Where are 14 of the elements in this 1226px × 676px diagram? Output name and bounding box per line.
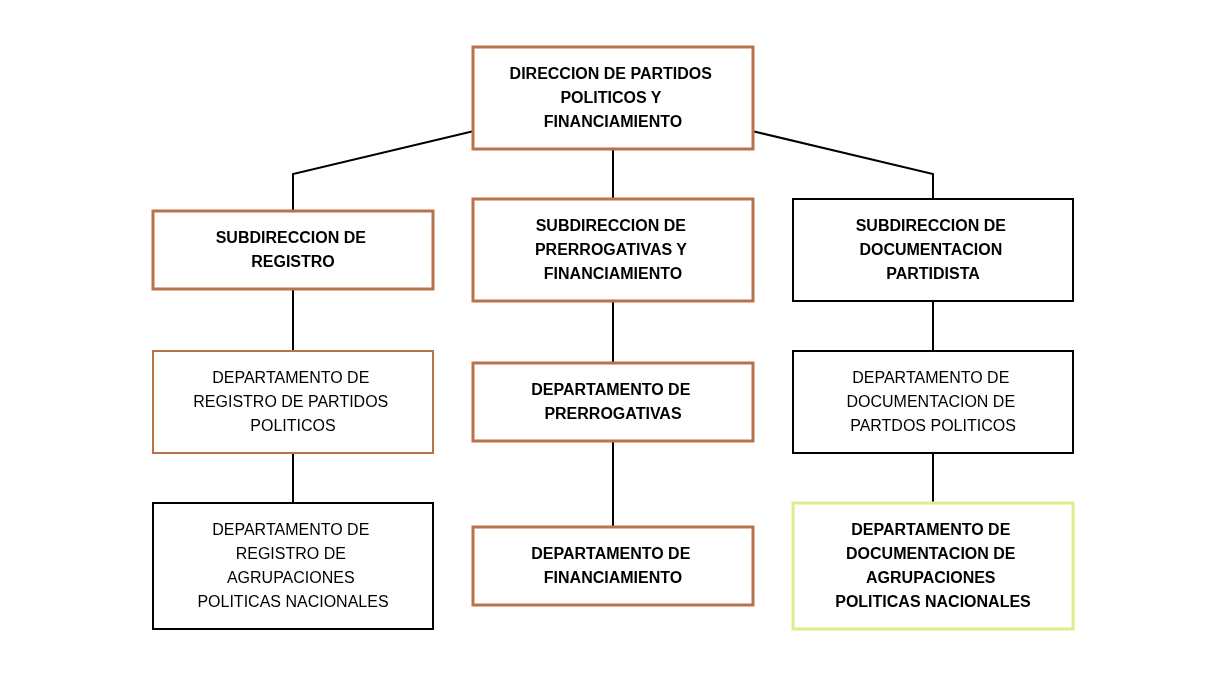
- node-box: DEPARTAMENTO DE REGISTRO DE AGRUPACIONES POLITICAS NACIONALES: [152, 502, 434, 630]
- node-box: DEPARTAMENTO DE DOCUMENTACION DE AGRUPACIONES POLITICAS NACIONALES: [791, 501, 1075, 631]
- connector: [932, 452, 934, 504]
- connector: [932, 300, 934, 352]
- node-box: DEPARTAMENTO DE DOCUMENTACION DE PARTDOS POLITICOS: [792, 350, 1074, 454]
- node-box: SUBDIRECCION DE PRERROGATIVAS Y FINANCIAMIENTO: [471, 197, 755, 303]
- node-box: DEPARTAMENTO DE PRERROGATIVAS: [471, 361, 755, 443]
- node-box: SUBDIRECCION DE REGISTRO: [151, 209, 435, 291]
- node-box: DIRECCION DE PARTIDOS POLITICOS Y FINANCIAMIENTO: [471, 45, 755, 151]
- node-box: DEPARTAMENTO DE REGISTRO DE PARTIDOS POLITICOS: [152, 350, 434, 454]
- node-box: SUBDIRECCION DE DOCUMENTACION PARTIDISTA: [792, 198, 1074, 302]
- connector: [292, 130, 474, 212]
- node-box: DEPARTAMENTO DE FINANCIAMIENTO: [471, 525, 755, 607]
- connector: [292, 452, 294, 504]
